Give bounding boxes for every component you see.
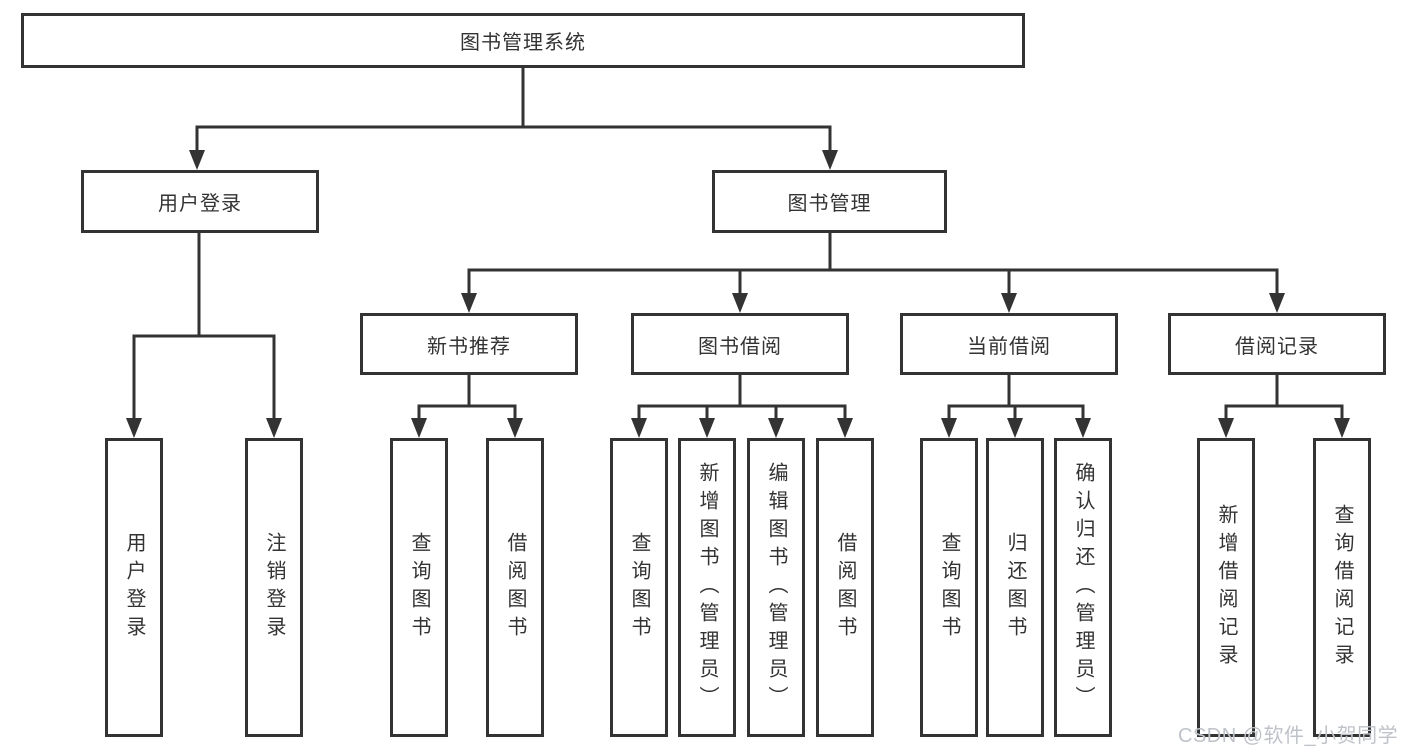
node-current-borrow-label: 当前借阅 <box>967 335 1051 358</box>
leaf-cb-confirm-return: 确认归还（管理员） <box>1054 438 1112 737</box>
leaf-bb-query-books-label: 查询图书 <box>628 531 650 644</box>
leaf-logout-label: 注销登录 <box>263 531 285 644</box>
leaf-br-query-record: 查询借阅记录 <box>1313 438 1371 737</box>
leaf-bb-add-books: 新增图书（管理员） <box>678 438 736 737</box>
node-book-borrow-label: 图书借阅 <box>698 335 782 358</box>
node-user-login-label: 用户登录 <box>158 193 242 215</box>
node-borrow-records: 借阅记录 <box>1168 313 1386 375</box>
leaf-bb-add-books-label: 新增图书（管理员） <box>696 461 718 714</box>
leaf-bb-borrow-books: 借阅图书 <box>816 438 874 737</box>
leaf-bb-edit-books: 编辑图书（管理员） <box>747 438 805 737</box>
leaf-cb-return-books: 归还图书 <box>986 438 1044 737</box>
leaf-cb-query-books-label: 查询图书 <box>938 531 960 644</box>
csdn-watermark: CSDN @软件_小贺同学 <box>1178 725 1399 747</box>
leaf-user-login: 用户登录 <box>105 438 163 737</box>
leaf-bb-edit-books-label: 编辑图书（管理员） <box>765 461 787 714</box>
node-current-borrow: 当前借阅 <box>900 313 1118 375</box>
leaf-bb-borrow-books-label: 借阅图书 <box>834 531 856 644</box>
node-borrow-records-label: 借阅记录 <box>1235 335 1319 358</box>
leaf-br-add-record-label: 新增借阅记录 <box>1215 503 1237 672</box>
leaf-logout: 注销登录 <box>245 438 303 737</box>
leaf-rec-query-books-label: 查询图书 <box>408 531 430 644</box>
leaf-br-query-record-label: 查询借阅记录 <box>1331 503 1353 672</box>
arrowheads <box>126 150 1350 438</box>
leaf-rec-query-books: 查询图书 <box>390 438 448 737</box>
node-root-label: 图书管理系统 <box>460 32 586 54</box>
node-root: 图书管理系统 <box>21 13 1025 68</box>
node-book-mgmt: 图书管理 <box>712 170 947 233</box>
leaf-rec-borrow-books: 借阅图书 <box>486 438 544 737</box>
node-new-book-rec: 新书推荐 <box>360 313 578 375</box>
node-book-borrow: 图书借阅 <box>631 313 849 375</box>
leaf-bb-query-books: 查询图书 <box>610 438 668 737</box>
tree-edges <box>132 66 1344 420</box>
leaf-user-login-label: 用户登录 <box>123 531 145 644</box>
node-new-book-rec-label: 新书推荐 <box>427 335 511 358</box>
leaf-br-add-record: 新增借阅记录 <box>1197 438 1255 737</box>
leaf-rec-borrow-books-label: 借阅图书 <box>504 531 526 644</box>
leaf-cb-return-books-label: 归还图书 <box>1004 531 1026 644</box>
leaf-cb-query-books: 查询图书 <box>920 438 978 737</box>
leaf-cb-confirm-return-label: 确认归还（管理员） <box>1072 461 1094 714</box>
node-user-login: 用户登录 <box>81 170 319 233</box>
node-book-mgmt-label: 图书管理 <box>787 193 872 215</box>
